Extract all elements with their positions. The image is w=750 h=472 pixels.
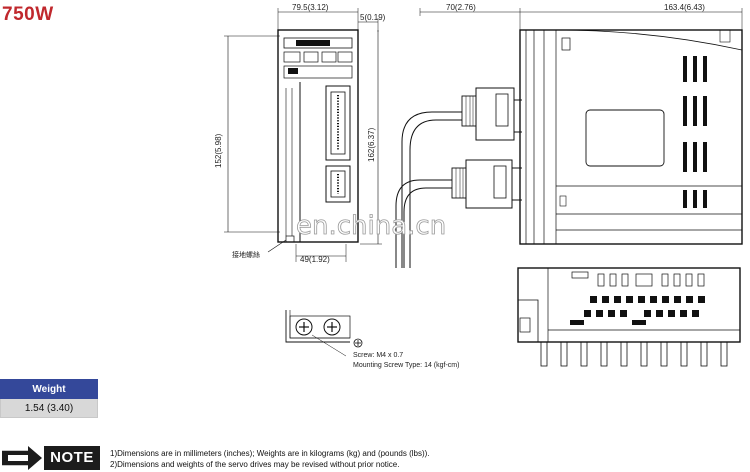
ground-screw-label: 接地螺絲 xyxy=(232,250,260,259)
screw-spec-line1: Screw: M4 x 0.7 xyxy=(353,352,403,359)
watermark-text: en.china.cn xyxy=(296,211,446,241)
pointer-arrow-inner xyxy=(8,455,28,461)
note-badge-label: NOTE xyxy=(44,446,100,470)
dim-height-b: 162(6.37) xyxy=(367,127,376,162)
weight-header: Weight xyxy=(0,379,98,399)
weight-table: Weight 1.54 (3.40) xyxy=(0,379,98,418)
dim-bottom-width: 49(1.92) xyxy=(300,255,330,264)
dim-height-a: 152(5.98) xyxy=(214,133,223,168)
dim-front-width: 79.5(3.12) xyxy=(292,3,329,12)
screw-spec-line2: Mounting Screw Type: 14 (kgf-cm) xyxy=(353,362,459,369)
note-badge: NOTE xyxy=(2,446,100,470)
note-line-2: 2)Dimensions and weights of the servo dr… xyxy=(110,460,400,469)
front-view xyxy=(224,8,382,262)
dim-cable-depth: 70(2.76) xyxy=(446,3,476,12)
notes-block: 1)Dimensions are in millimeters (inches)… xyxy=(110,448,430,470)
cable-assembly xyxy=(395,8,522,268)
dim-side-depth: 163.4(6.43) xyxy=(664,3,705,12)
model-title: 750W xyxy=(2,4,54,25)
weight-value: 1.54 (3.40) xyxy=(0,398,98,418)
screw-detail xyxy=(285,310,363,357)
note-line-1: 1)Dimensions are in millimeters (inches)… xyxy=(110,449,430,458)
dim-front-offset: 5(0.19) xyxy=(360,13,386,22)
side-view xyxy=(519,8,743,245)
bottom-view xyxy=(517,267,741,367)
